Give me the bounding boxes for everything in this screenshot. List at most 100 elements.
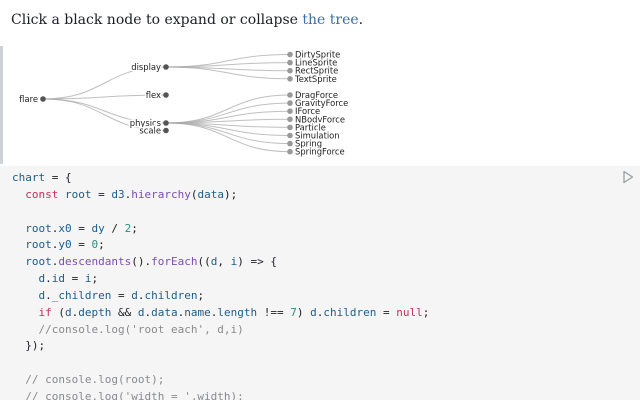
code-token: ); [223,187,238,201]
node-scale-dot[interactable] [163,127,169,134]
intro-paragraph: Click a black node to expand or collapse… [11,12,363,28]
code-line[interactable]: if (d.depth && d.data.name.length !== 7)… [12,305,430,322]
code-line[interactable]: // console.log('width = ',width); [12,389,429,400]
code-token: ( [190,187,198,201]
node-Spring-label-halo: Spring [295,139,322,149]
code-token: . [71,305,79,319]
code-line[interactable]: root.x0 = dy / 2; [12,221,429,238]
code-token: 0 [91,238,99,252]
node-GravityForce-dot [287,100,293,106]
code-token: forEach [151,255,198,269]
code-token: = [71,221,92,235]
code-token: root [25,238,52,252]
code-token: && [111,305,138,319]
code-token: . [51,255,59,269]
code-line[interactable]: chart = { [12,170,429,187]
intro-text: Click a black node to expand or collapse [11,12,303,28]
link-physics-DragForce [165,94,291,124]
node-flex-dot[interactable] [163,92,169,98]
code-token: ) [296,305,311,319]
code-line[interactable]: d._children = d.children; [12,288,429,305]
code-token: = [71,238,92,252]
code-token: = [91,187,112,201]
code-token: x0 [58,221,72,235]
node-SpringForce-dot [287,148,293,155]
code-editor[interactable]: chart = { const root = d3.hierarchy(data… [12,170,429,400]
tree-nodes: flareflaredisplaydisplayDirtySpriteDirty… [18,48,350,158]
node-display-dot[interactable] [163,64,169,70]
code-token: d [38,288,46,302]
code-line[interactable]: d.id = i; [12,271,429,288]
code-cell[interactable]: chart = { const root = d3.hierarchy(data… [0,166,640,400]
code-line[interactable] [12,355,429,372]
code-token: . [210,305,218,319]
node-Spring-label: Spring [295,139,322,149]
node-flare-dot[interactable] [40,96,46,102]
code-token: ( [51,305,65,319]
code-line[interactable]: root.descendants().forEach((d, i) => { [12,254,429,271]
code-token: = [65,272,85,286]
code-token: dy [91,221,105,235]
code-line[interactable]: root.y0 = 0; [12,237,429,254]
node-Particle-dot [287,124,293,131]
node-TextSprite-dot [287,76,293,82]
code-token: d [131,288,138,302]
code-line[interactable]: // console.log(root); [12,372,429,389]
code-token: d [65,305,72,319]
link-physics-Spring [165,122,291,145]
code-token: ) => { [237,255,277,269]
code-token: _children [51,288,112,302]
code-token: id [51,272,65,286]
code-line[interactable]: const root = d3.hierarchy(data); [12,187,429,204]
code-token: ; [131,221,138,235]
code-token: , [217,255,231,269]
code-token: = { [45,171,72,184]
code-token [12,390,25,400]
code-token [12,272,39,285]
code-token: y0 [58,238,72,252]
code-token: 2 [124,221,132,235]
node-display-label: display [131,62,161,72]
code-token: = [376,305,397,319]
code-line[interactable]: }); [12,338,429,355]
node-SpringForce-label-halo: SpringForce [295,147,345,157]
run-cell-icon[interactable] [622,170,634,184]
node-flex-label-halo: flex [146,90,161,100]
node-GravityForce-label-halo: GravityForce [295,98,348,108]
tree-link[interactable]: the tree [302,12,359,28]
code-line[interactable] [12,204,429,221]
node-TextSprite-label: TextSprite [294,74,337,84]
code-token: root [65,187,92,201]
link-physics-GravityForce [165,102,291,124]
code-token: // console.log('width = ',width); [25,389,244,400]
code-token: depth [78,305,112,319]
code-line[interactable]: //console.log('root each', d,i) [12,322,429,339]
link-display-TextSprite [165,66,291,80]
code-token [12,373,25,386]
code-token [58,188,65,201]
code-token: = [111,288,132,302]
code-token: if [38,305,52,319]
node-TextSprite-label-halo: TextSprite [294,74,337,84]
node-SpringForce-label: SpringForce [295,147,345,157]
code-token: data [197,187,224,201]
code-token: ; [422,305,430,319]
code-token: / [104,221,125,235]
node-GravityForce-label: GravityForce [295,98,348,108]
code-token [12,188,25,201]
code-token: . [51,221,59,235]
node-Particle-label: Particle [295,122,326,132]
code-token: ; [91,272,99,286]
code-token: . [144,305,152,319]
node-RectSprite-label: RectSprite [295,66,338,76]
node-physics-dot[interactable] [163,120,169,126]
